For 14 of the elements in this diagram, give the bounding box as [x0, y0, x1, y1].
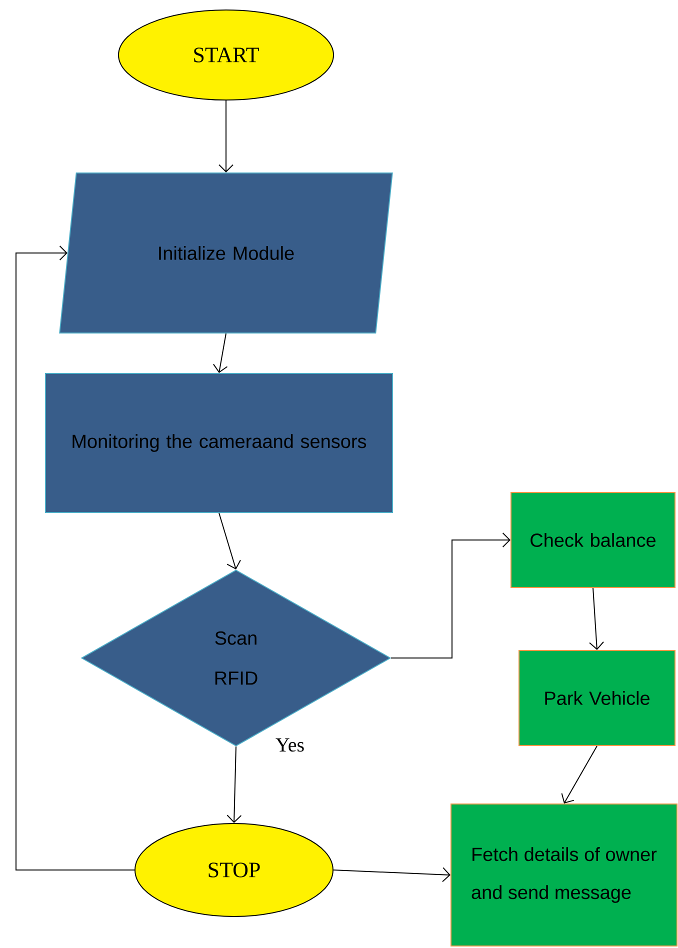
- arrow: [218, 512, 241, 570]
- arrow: [390, 532, 510, 658]
- process-box: Check balance: [510, 492, 676, 588]
- arrow: [589, 588, 604, 650]
- arrow: [561, 746, 598, 804]
- process-box: Fetch details of owner and send message: [450, 804, 678, 946]
- arrow: [218, 100, 234, 172]
- arrow: [333, 867, 450, 882]
- arrow: [212, 333, 228, 373]
- data-parallelogram: Initialize Module: [59, 172, 393, 334]
- arrow: [16, 246, 135, 870]
- process-box: Park Vehicle: [518, 650, 676, 746]
- process-box: Monitoring the cameraand sensors: [45, 373, 393, 513]
- arrow: [226, 746, 242, 824]
